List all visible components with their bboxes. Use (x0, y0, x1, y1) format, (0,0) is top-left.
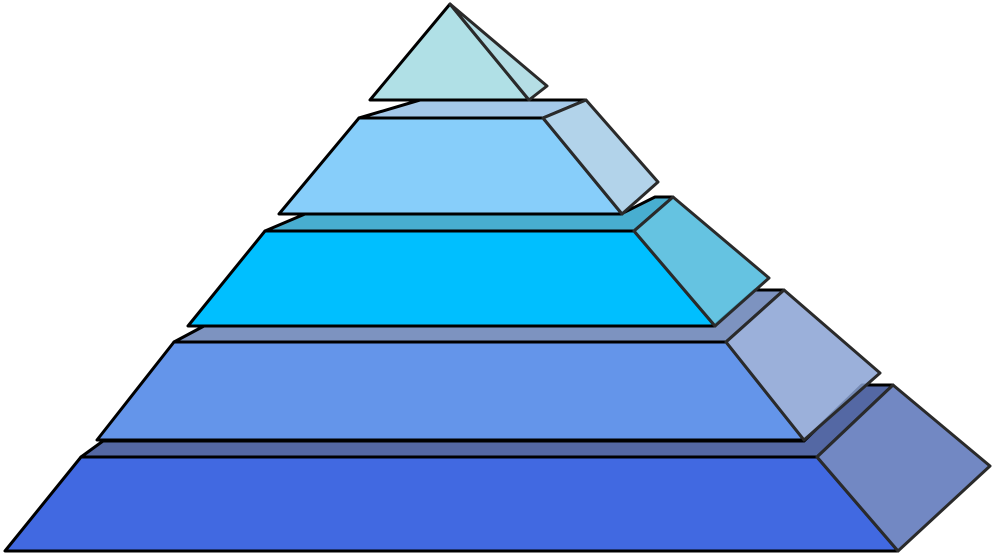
pyramid-layer-1 (368, 2, 549, 102)
layer-5-side-face (815, 383, 992, 553)
pyramid-layer-4 (95, 288, 882, 442)
layer-2-side-face (541, 98, 660, 216)
pyramid-layer-3 (186, 195, 771, 328)
layer-3-side-face (632, 195, 771, 328)
pyramid-layer-5 (3, 383, 992, 553)
layer-4-side-face (724, 288, 882, 442)
layer-5-front-face (3, 455, 900, 553)
layer-3-front-face (186, 229, 717, 328)
layer-1-side-face (448, 2, 549, 102)
layer-4-front-face (95, 340, 806, 442)
pyramid-layer-2 (277, 98, 660, 216)
